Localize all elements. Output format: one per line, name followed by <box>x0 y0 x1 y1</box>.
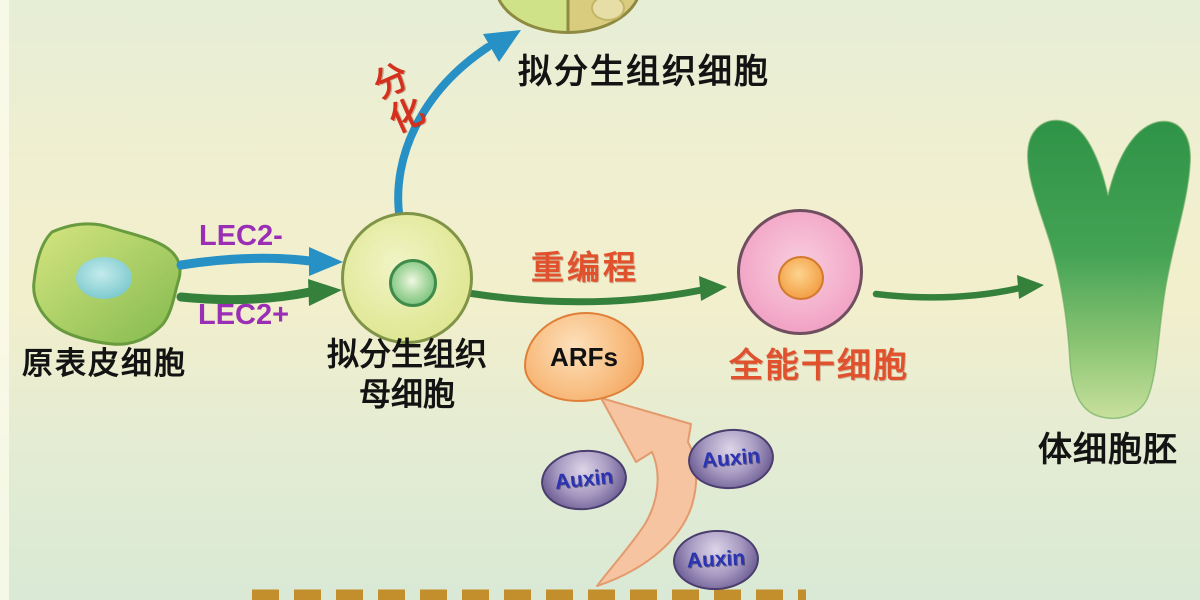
totipotent-cell-label: 全能干细胞 <box>729 347 909 385</box>
arfs-molecule: ARFs <box>524 312 644 402</box>
meristem-cell-nucleus <box>591 0 625 21</box>
somatic-embryo-label: 体细胞胚 <box>1038 431 1178 469</box>
differentiation-arrow <box>394 30 521 217</box>
totipotent-cell-nucleus <box>778 256 824 300</box>
meristem-mother-cell-nucleus <box>389 259 437 307</box>
arfs-label: ARFs <box>550 341 618 372</box>
auxin-label: Auxin <box>553 465 615 494</box>
meristem-cell-label: 拟分生组织细胞 <box>518 53 770 91</box>
epidermal-cell-nucleus <box>76 257 132 299</box>
reprogramming-label: 重编程 <box>531 249 639 286</box>
totipotent-cell-shape <box>737 209 863 335</box>
epidermal-cell-label: 原表皮细胞 <box>22 346 187 381</box>
embryo-arrow <box>872 275 1044 301</box>
reprogramming-arrow <box>464 276 727 306</box>
lec2-minus-label: LEC2- <box>199 220 283 252</box>
somatic-embryo-shape <box>1026 119 1191 419</box>
epidermal-cell-shape <box>32 222 182 346</box>
lec2-minus-arrow <box>176 247 343 276</box>
meristem-mother-label-line1: 拟分生组织 <box>326 336 487 372</box>
lec2-plus-label: LEC2+ <box>198 299 290 331</box>
auxin-label: Auxin <box>700 444 762 473</box>
lec2-plus-arrow <box>176 279 342 306</box>
meristem-mother-cell-label: 拟分生组织 母细胞 <box>302 334 512 414</box>
meristem-mother-cell-shape <box>341 212 473 344</box>
auxin-label: Auxin <box>686 546 746 573</box>
meristem-mother-label-line2: 母细胞 <box>358 376 455 412</box>
left-edge-highlight <box>0 0 9 600</box>
auxin-signal-swoosh-arrow <box>596 397 698 587</box>
